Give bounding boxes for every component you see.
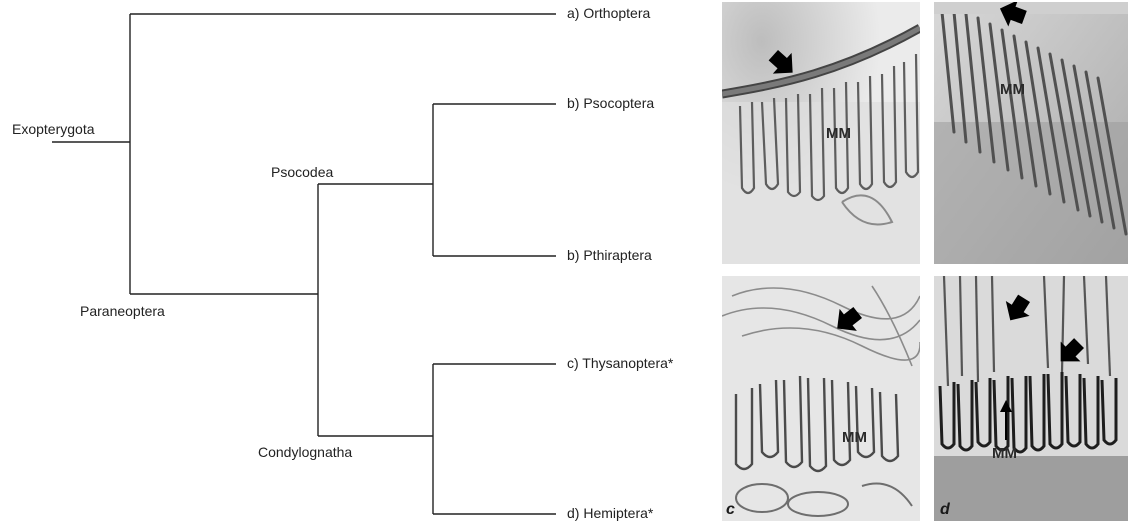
micrograph-b-mm-label: MM bbox=[1000, 81, 1025, 98]
micrograph-panel-d: MM d bbox=[934, 276, 1128, 521]
taxon-label-thysanoptera: c) Thysanoptera* bbox=[567, 355, 673, 371]
micrograph-c-mm-label: MM bbox=[842, 429, 867, 446]
micrograph-panel-b: MM bbox=[934, 2, 1128, 264]
node-label-psocodea: Psocodea bbox=[271, 164, 333, 180]
micrograph-d-image: MM d bbox=[934, 276, 1128, 521]
micrograph-c-corner-label: c bbox=[726, 501, 735, 518]
node-label-condylognatha: Condylognatha bbox=[258, 444, 352, 460]
taxon-label-hemiptera: d) Hemiptera* bbox=[567, 505, 653, 521]
micrograph-b-image: MM bbox=[934, 2, 1128, 264]
node-label-paraneoptera: Paraneoptera bbox=[80, 303, 165, 319]
taxon-label-psocoptera: b) Psocoptera bbox=[567, 95, 654, 111]
micrograph-d-corner-label: d bbox=[940, 501, 951, 518]
node-label-exopterygota: Exopterygota bbox=[12, 121, 95, 137]
micrograph-c-image: MM c bbox=[722, 276, 920, 521]
taxon-label-pthiraptera: b) Pthiraptera bbox=[567, 247, 652, 263]
taxon-label-orthoptera: a) Orthoptera bbox=[567, 5, 650, 21]
micrograph-d-mm-label: MM bbox=[992, 445, 1017, 462]
micrograph-panel-a: MM bbox=[722, 2, 920, 264]
micrograph-panel-c: MM c bbox=[722, 276, 920, 521]
micrograph-a-image: MM bbox=[722, 2, 920, 264]
micrograph-a-mm-label: MM bbox=[826, 125, 851, 142]
